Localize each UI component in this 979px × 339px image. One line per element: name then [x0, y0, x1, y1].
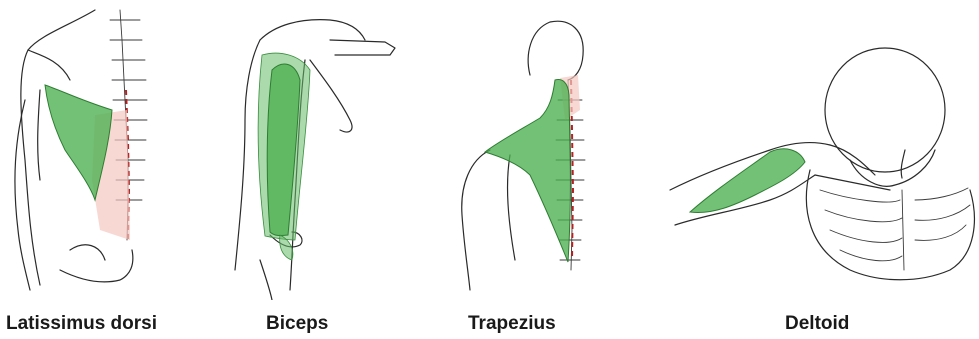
deltoid-illustration	[650, 0, 979, 300]
trapezius-illustration	[450, 0, 610, 300]
biceps-caption: Biceps	[266, 313, 328, 335]
deltoid-caption: Deltoid	[785, 313, 849, 335]
latissimus-dorsi-caption: Latissimus dorsi	[6, 313, 157, 335]
latissimus-dorsi-panel: Latissimus dorsi	[0, 0, 180, 300]
deltoid-panel: Deltoid	[650, 0, 979, 300]
biceps-illustration	[200, 0, 410, 300]
trapezius-panel: Trapezius	[450, 0, 610, 300]
latissimus-dorsi-illustration	[0, 0, 180, 300]
rib-cage	[820, 188, 970, 270]
biceps-panel: Biceps	[200, 0, 410, 300]
trapezius-caption: Trapezius	[468, 313, 556, 335]
